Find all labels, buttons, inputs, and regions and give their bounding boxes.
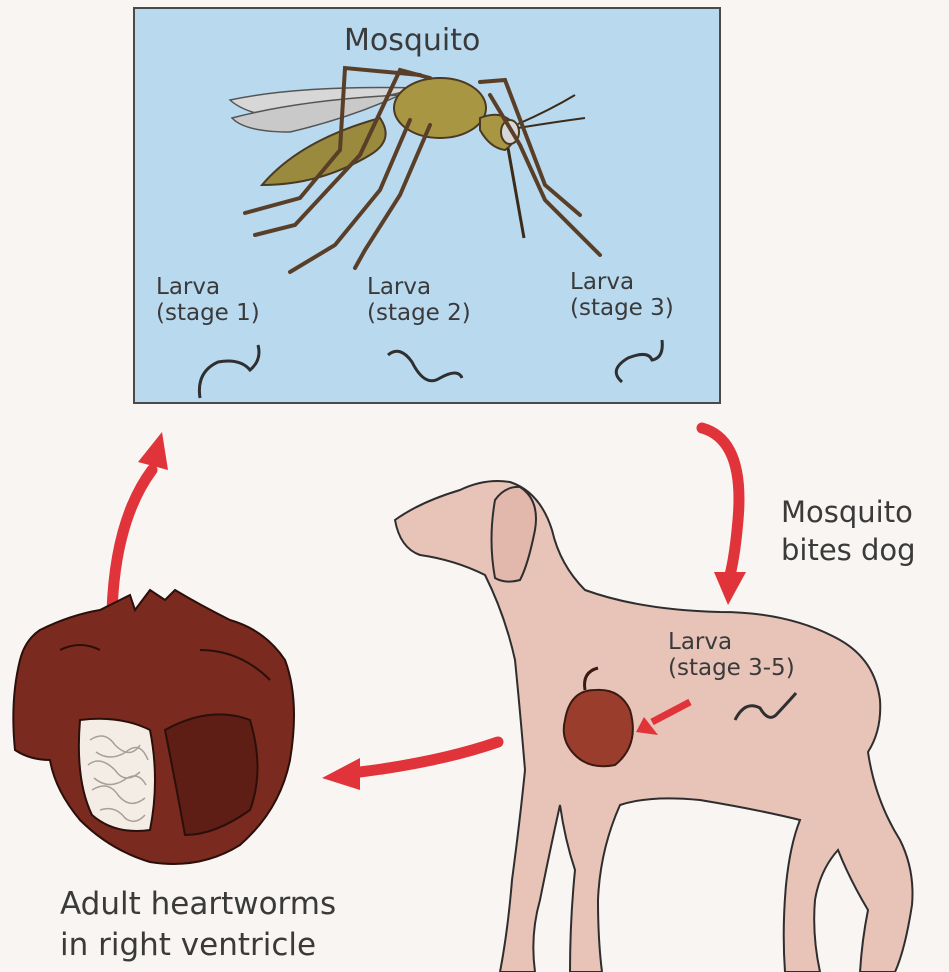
- larva-stage-3-label: Larva (stage 3): [570, 270, 674, 322]
- heartworm-label-line-2: in right ventricle: [60, 925, 336, 966]
- arrow-to-mosquito-head: [138, 432, 168, 470]
- mosquito-box: [134, 8, 720, 403]
- heart-cross-section: [13, 590, 294, 864]
- bite-label-line-1: Mosquito: [781, 494, 916, 532]
- bite-label-line-2: bites dog: [781, 532, 916, 570]
- larva-stage-3-5-name: Larva: [668, 630, 795, 656]
- arrow-bite: [702, 428, 739, 575]
- larva-stage-3-5-stage: (stage 3-5): [668, 656, 795, 682]
- heartworm-label-line-1: Adult heartworms: [60, 884, 336, 925]
- larva-stage-3-name: Larva: [570, 270, 674, 296]
- mosquito-title: Mosquito: [344, 24, 480, 58]
- heartworm-label: Adult heartworms in right ventricle: [60, 884, 336, 966]
- arrow-to-heart: [360, 742, 498, 772]
- larva-stage-2-label: Larva (stage 2): [367, 275, 471, 327]
- larva-stage-2-name: Larva: [367, 275, 471, 301]
- larva-stage-3-5-label: Larva (stage 3-5): [668, 630, 795, 682]
- larva-stage-1-name: Larva: [156, 275, 260, 301]
- arrow-to-mosquito: [112, 470, 152, 612]
- arrow-bite-head: [714, 572, 746, 605]
- larva-stage-3-stage: (stage 3): [570, 296, 674, 322]
- larva-stage-1-stage: (stage 1): [156, 301, 260, 327]
- larva-stage-2-stage: (stage 2): [367, 301, 471, 327]
- arrow-to-heart-head: [322, 758, 360, 790]
- bite-label: Mosquito bites dog: [781, 494, 916, 569]
- larva-stage-1-label: Larva (stage 1): [156, 275, 260, 327]
